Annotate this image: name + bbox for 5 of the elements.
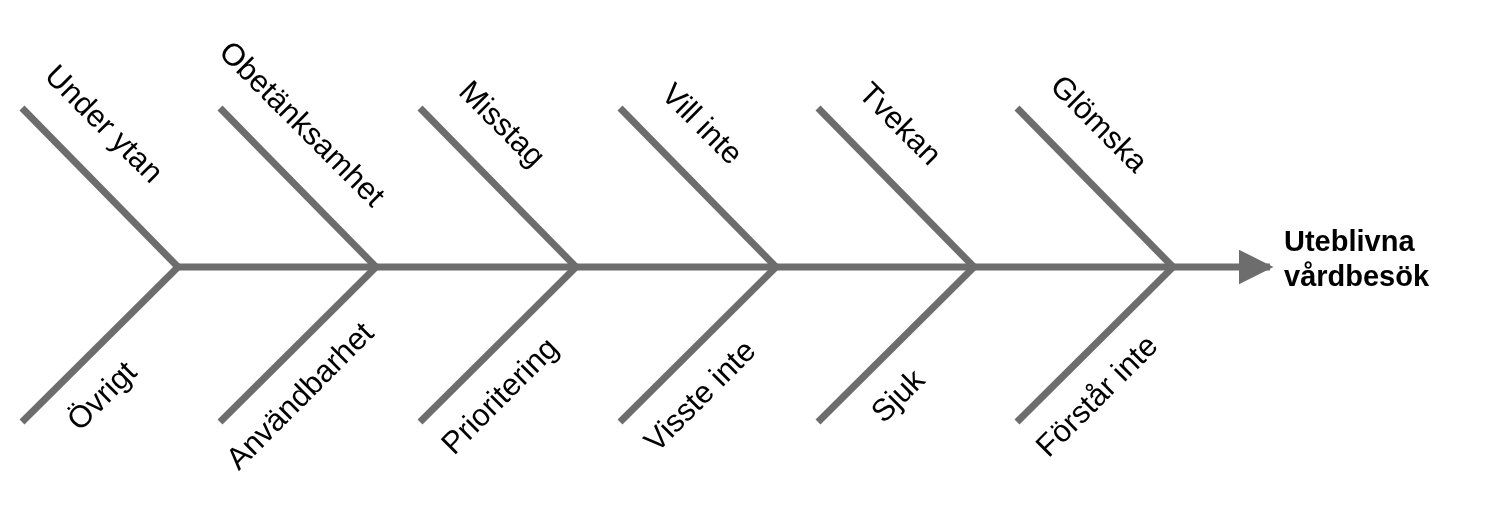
cause-label: Vill inte [654,76,750,172]
cause-label: Sjuk [864,362,932,430]
bone-line [19,264,181,425]
effect-label: Uteblivna vårdbesök [1284,224,1489,294]
bone-line [19,105,181,270]
